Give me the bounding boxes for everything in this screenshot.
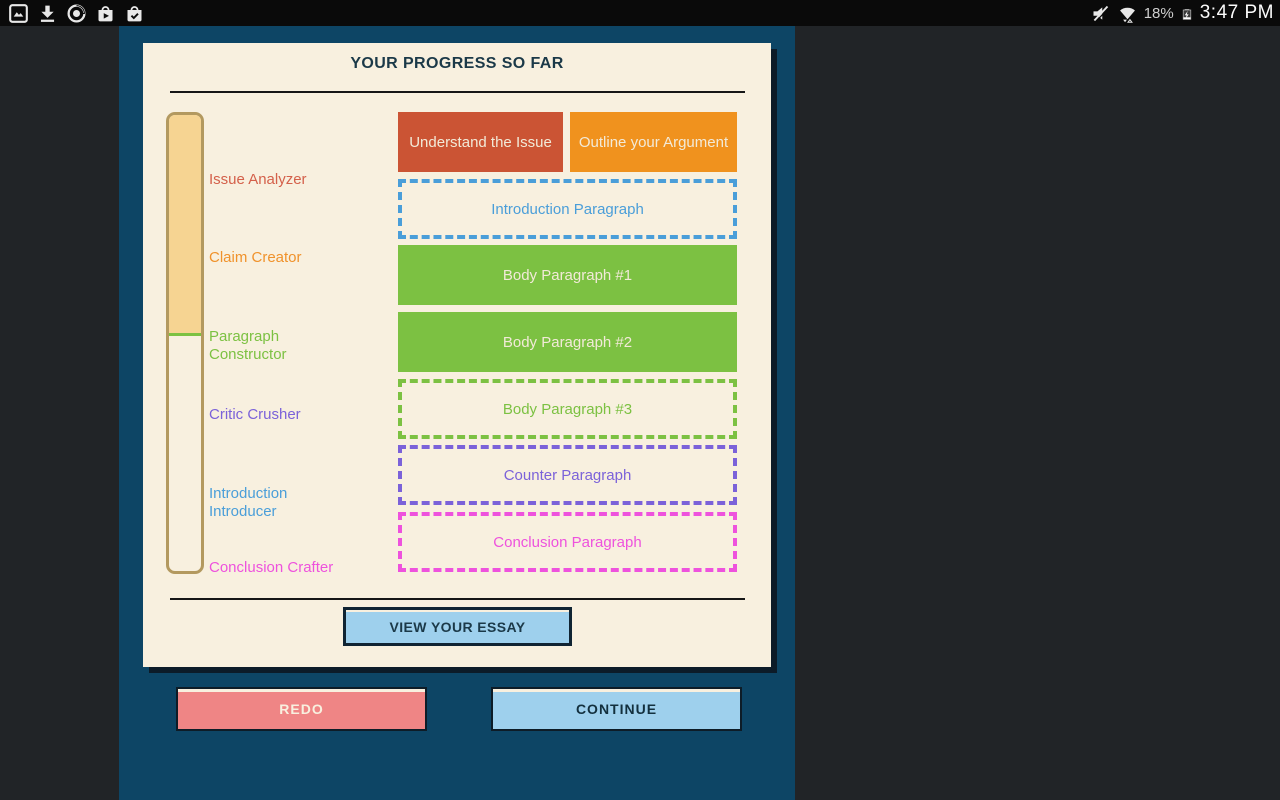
milestone-conclusion-crafter: Conclusion Crafter	[209, 559, 334, 576]
battery-percent: 18%	[1143, 4, 1174, 22]
milestone-critic-crusher: Critic Crusher	[209, 406, 301, 423]
gallery-icon	[9, 3, 28, 23]
sound-muted-icon	[1093, 5, 1109, 22]
play-store-icon	[98, 5, 113, 21]
redo-button[interactable]: REDO	[176, 687, 427, 731]
progress-card: YOUR PROGRESS SO FAR Issue Analyzer Clai…	[143, 43, 771, 667]
step-conclusion-paragraph[interactable]: Conclusion Paragraph	[398, 512, 737, 572]
progress-bar-fill	[169, 115, 201, 336]
milestone-claim-creator: Claim Creator	[209, 249, 302, 266]
purchases-icon	[127, 5, 142, 21]
step-outline-your-argument[interactable]: Outline your Argument	[570, 112, 737, 172]
notification-icons	[0, 3, 145, 24]
download-icon	[40, 5, 55, 22]
divider-top	[170, 91, 745, 93]
continue-button[interactable]: CONTINUE	[491, 687, 742, 731]
step-body-paragraph-3[interactable]: Body Paragraph #3	[398, 379, 737, 439]
divider-bottom	[170, 598, 745, 600]
step-body-paragraph-2[interactable]: Body Paragraph #2	[398, 312, 737, 372]
milestone-issue-analyzer: Issue Analyzer	[209, 171, 307, 188]
step-body-paragraph-1[interactable]: Body Paragraph #1	[398, 245, 737, 305]
vertical-progress-bar	[166, 112, 204, 574]
step-introduction-paragraph[interactable]: Introduction Paragraph	[398, 179, 737, 239]
system-status-icons: 18% 3:47 PM	[1090, 2, 1280, 24]
step-understand-the-issue[interactable]: Understand the Issue	[398, 112, 563, 172]
milestone-paragraph-constructor: Paragraph Constructor	[209, 328, 287, 363]
step-counter-paragraph[interactable]: Counter Paragraph	[398, 445, 737, 505]
android-status-bar: 18% 3:47 PM	[0, 0, 1280, 26]
battery-charging-icon	[1182, 8, 1191, 20]
chrome-icon	[67, 3, 86, 23]
milestone-introduction-introducer: Introduction Introducer	[209, 485, 288, 520]
view-essay-button[interactable]: VIEW YOUR ESSAY	[343, 607, 572, 646]
clock: 3:47 PM	[1199, 2, 1274, 23]
page-title: YOUR PROGRESS SO FAR	[350, 55, 564, 72]
wifi-icon	[1119, 7, 1135, 23]
